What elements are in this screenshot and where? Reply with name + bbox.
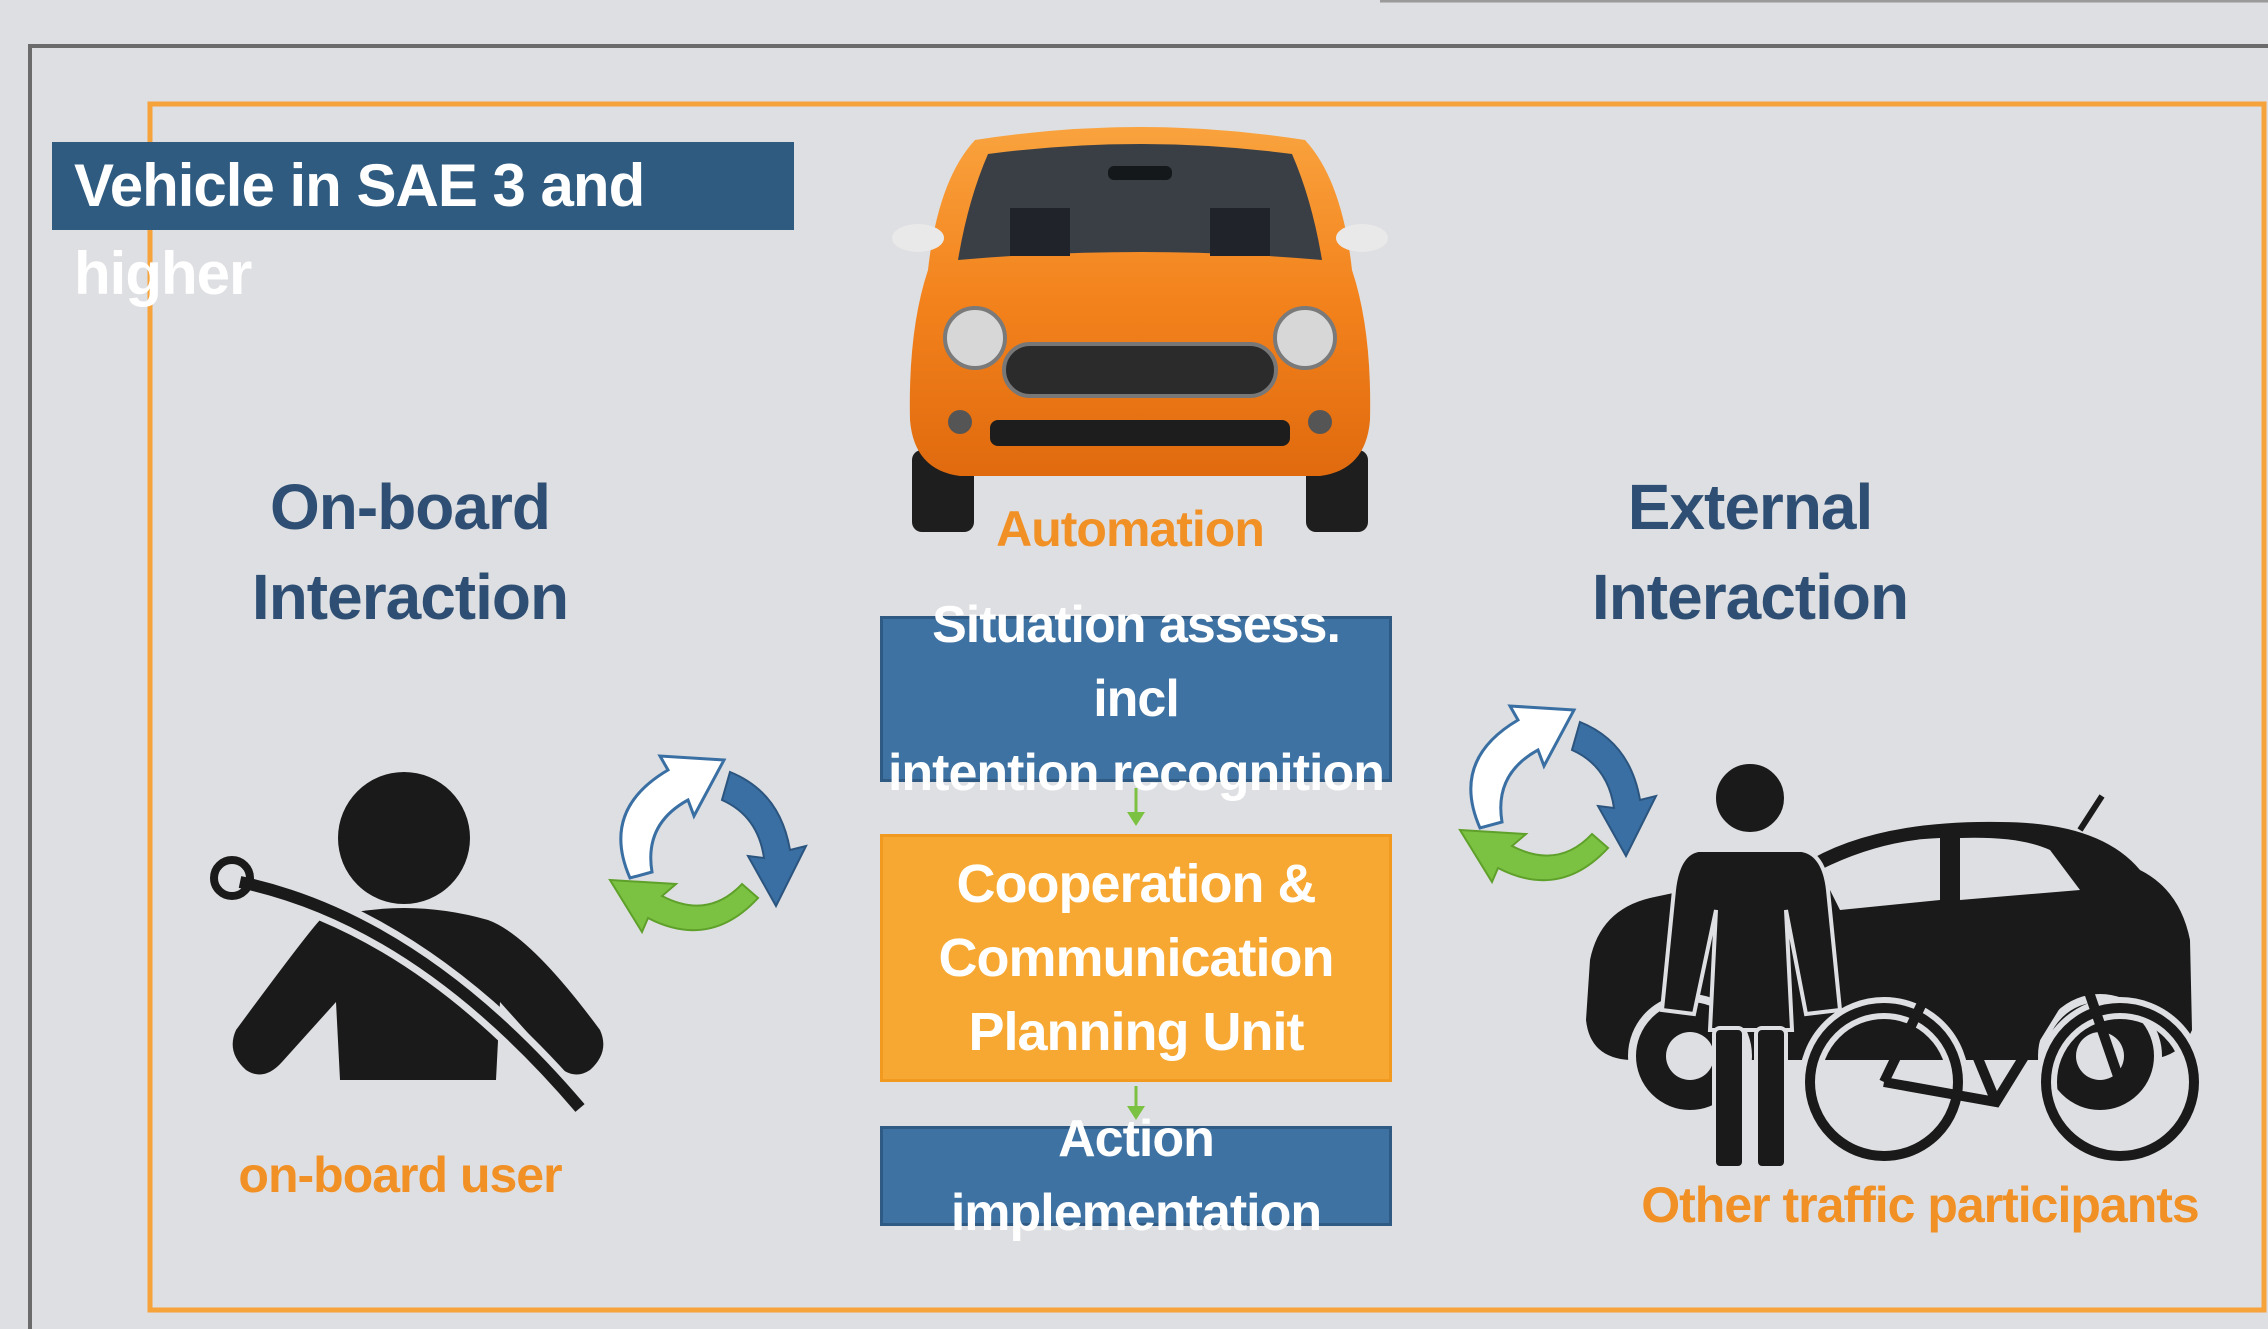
onboard-heading-line1: On-board [270,471,551,543]
automation-label: Automation [996,501,1265,557]
traffic-participants-group [1586,760,2205,1170]
outer-frame [28,44,2268,1329]
external-heading-line1: External [1627,471,1874,543]
external-heading: External Interaction [1540,462,1960,642]
step-cooperation-line1: Cooperation & [956,854,1316,914]
seatbelt-user-icon [210,772,604,1117]
cycle-arrows-icon [608,754,808,935]
diagram-title: Vehicle in SAE 3 and higher [52,142,794,307]
car-front-icon [892,127,1388,532]
bicycle-icon [1799,925,2205,1167]
traffic-participants-label: Other traffic participants [1641,1177,2199,1233]
cycle-arrows-icon [1458,704,1658,885]
step-action-implementation: Action implementation [880,1110,1392,1242]
pedestrian-icon [1659,760,1843,1170]
step-situation-line1: Situation assess. incl [932,596,1341,728]
onboard-heading: On-board Interaction [200,462,620,642]
inner-orange-frame [147,101,2267,1313]
step-cooperation-planning: Cooperation & Communication Planning Uni… [880,834,1392,1082]
arrow-down-icon [1127,788,1145,826]
step-situation-assessment: Situation assess. incl intention recogni… [880,596,1392,802]
step-cooperation-line3: Planning Unit [968,1002,1305,1062]
onboard-heading-line2: Interaction [251,561,569,633]
external-heading-line2: Interaction [1591,561,1909,633]
onboard-user-label: on-board user [238,1147,562,1203]
arrow-down-icon [1127,1086,1145,1120]
step-cooperation-line2: Communication [938,928,1334,988]
step-action-line1: Action implementation [950,1110,1322,1242]
